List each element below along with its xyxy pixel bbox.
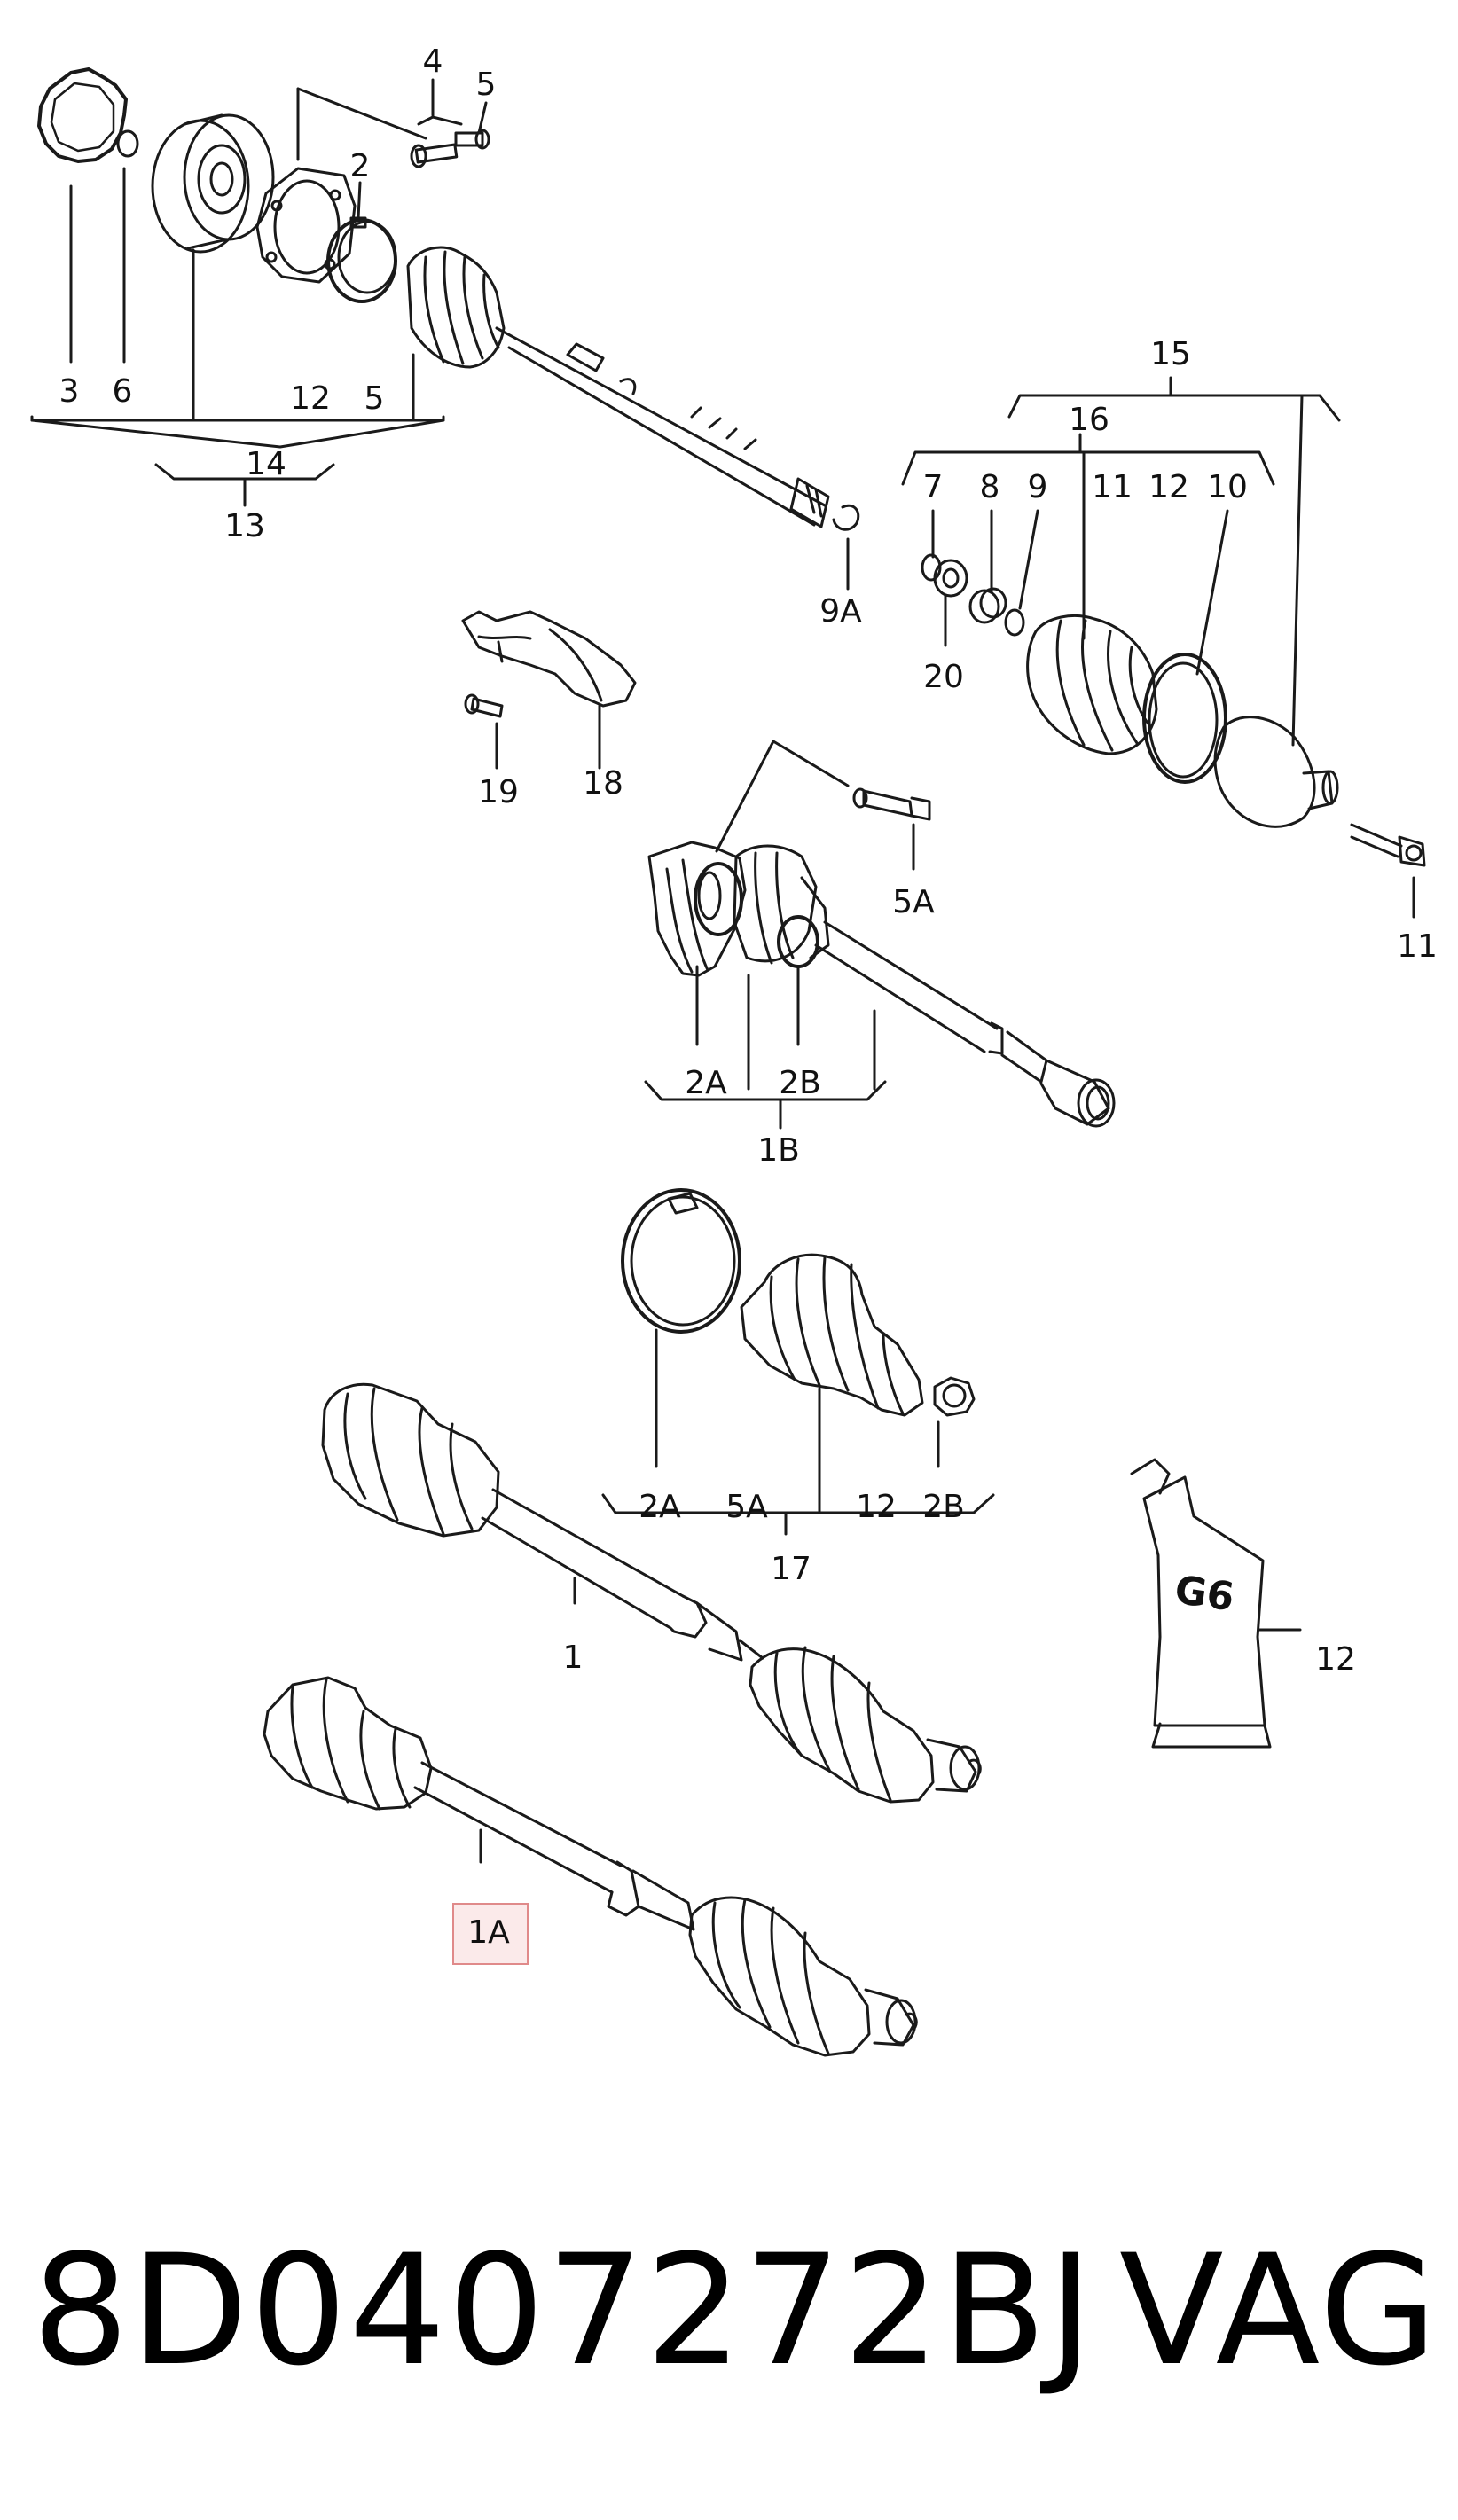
callout-13[interactable]: 13 (224, 508, 265, 544)
callout-5a-lower[interactable]: 5A (725, 1489, 768, 1525)
callout-1b[interactable]: 1B (757, 1132, 800, 1169)
bracket-13 (154, 463, 335, 481)
washer-7 (921, 553, 942, 582)
clamp-2b-lower (933, 1376, 976, 1417)
callout-1a[interactable]: 1A (467, 1914, 510, 1951)
callout-20[interactable]: 20 (923, 659, 964, 695)
callout-7[interactable]: 7 (922, 469, 944, 505)
callout-17[interactable]: 17 (771, 1551, 811, 1587)
drive-shaft-1a (263, 1676, 918, 2057)
callout-9a[interactable]: 9A (819, 593, 862, 630)
bearing-housing (151, 113, 275, 254)
leader-2-top (357, 181, 362, 220)
callout-12-tube[interactable]: 12 (1315, 1641, 1356, 1678)
callout-15[interactable]: 15 (1150, 336, 1191, 372)
bolt-11 (1350, 823, 1426, 867)
cv-joint-right (1213, 716, 1339, 828)
heat-shield-18 (461, 610, 637, 708)
clamp-2a-lower (621, 1188, 741, 1334)
circlip-9a (832, 504, 860, 531)
callout-19[interactable]: 19 (478, 774, 519, 810)
bolt-19 (464, 693, 504, 718)
boot-17 (740, 1253, 924, 1417)
boot-top-left (406, 246, 506, 369)
ring-9 (1004, 608, 1025, 637)
bracket-15 (1007, 394, 1341, 422)
highlight-box-1a (452, 1903, 529, 1965)
o-ring-6 (116, 129, 139, 158)
callout-12-lower[interactable]: 12 (856, 1489, 897, 1525)
callout-2a-lower[interactable]: 2A (639, 1489, 681, 1525)
callout-16[interactable]: 16 (1069, 402, 1109, 438)
bracket-top-row (30, 415, 445, 422)
callout-18[interactable]: 18 (583, 765, 623, 802)
clamp-ring-2 (326, 216, 397, 303)
callout-5a[interactable]: 5A (892, 884, 935, 920)
leader-5a-b (715, 740, 850, 853)
shaft-middle (814, 920, 1116, 1128)
cv-joint-middle (647, 841, 747, 977)
callout-11-b[interactable]: 11 (1397, 928, 1438, 965)
callout-5-b[interactable]: 5 (364, 380, 385, 417)
callout-6[interactable]: 6 (112, 373, 133, 410)
callout-11-a[interactable]: 11 (1092, 469, 1133, 505)
grease-tube-marking: G6 (1172, 1567, 1237, 1621)
bracket-17 (601, 1493, 995, 1514)
leader-4-b (296, 87, 427, 140)
drive-shaft-1 (321, 1382, 982, 1804)
part-number: 8D0407272BJ (32, 2221, 1095, 2399)
callout-10[interactable]: 10 (1207, 469, 1248, 505)
gasket-ring-3 (37, 67, 128, 163)
spacer-8 (968, 587, 1007, 624)
nut-20 (933, 559, 968, 598)
bracket-16 (901, 450, 1275, 486)
brand-name: VAG (1119, 2221, 1439, 2399)
bolt-5-top (454, 129, 490, 150)
callout-4[interactable]: 4 (422, 43, 443, 80)
callout-2-top[interactable]: 2 (349, 148, 371, 184)
callout-14[interactable]: 14 (246, 446, 286, 482)
shaft-top (495, 326, 830, 528)
leader-15-b (1291, 394, 1304, 747)
callout-2a[interactable]: 2A (685, 1065, 727, 1101)
callout-3[interactable]: 3 (59, 373, 80, 410)
clamp-ring-10 (1142, 653, 1227, 784)
leader-10 (1195, 509, 1229, 676)
grease-tube-12 (1130, 1458, 1272, 1749)
boot-right (1026, 614, 1158, 755)
callout-8[interactable]: 8 (979, 469, 1000, 505)
callout-2b-lower[interactable]: 2B (922, 1489, 965, 1525)
bracket-14 (30, 419, 445, 449)
leader-5-top (477, 101, 488, 135)
callout-1[interactable]: 1 (562, 1640, 584, 1676)
bolt-5a (852, 787, 931, 821)
callout-12-b[interactable]: 12 (1148, 469, 1189, 505)
callout-2b[interactable]: 2B (779, 1065, 821, 1101)
bracket-1b (644, 1080, 887, 1101)
callout-9[interactable]: 9 (1027, 469, 1048, 505)
boot-middle (694, 844, 830, 968)
callout-12-a[interactable]: 12 (290, 380, 331, 417)
leader-9 (1018, 509, 1039, 610)
flange-plate (255, 167, 357, 284)
bolt-4 (410, 115, 463, 168)
callout-5-top[interactable]: 5 (475, 67, 497, 103)
